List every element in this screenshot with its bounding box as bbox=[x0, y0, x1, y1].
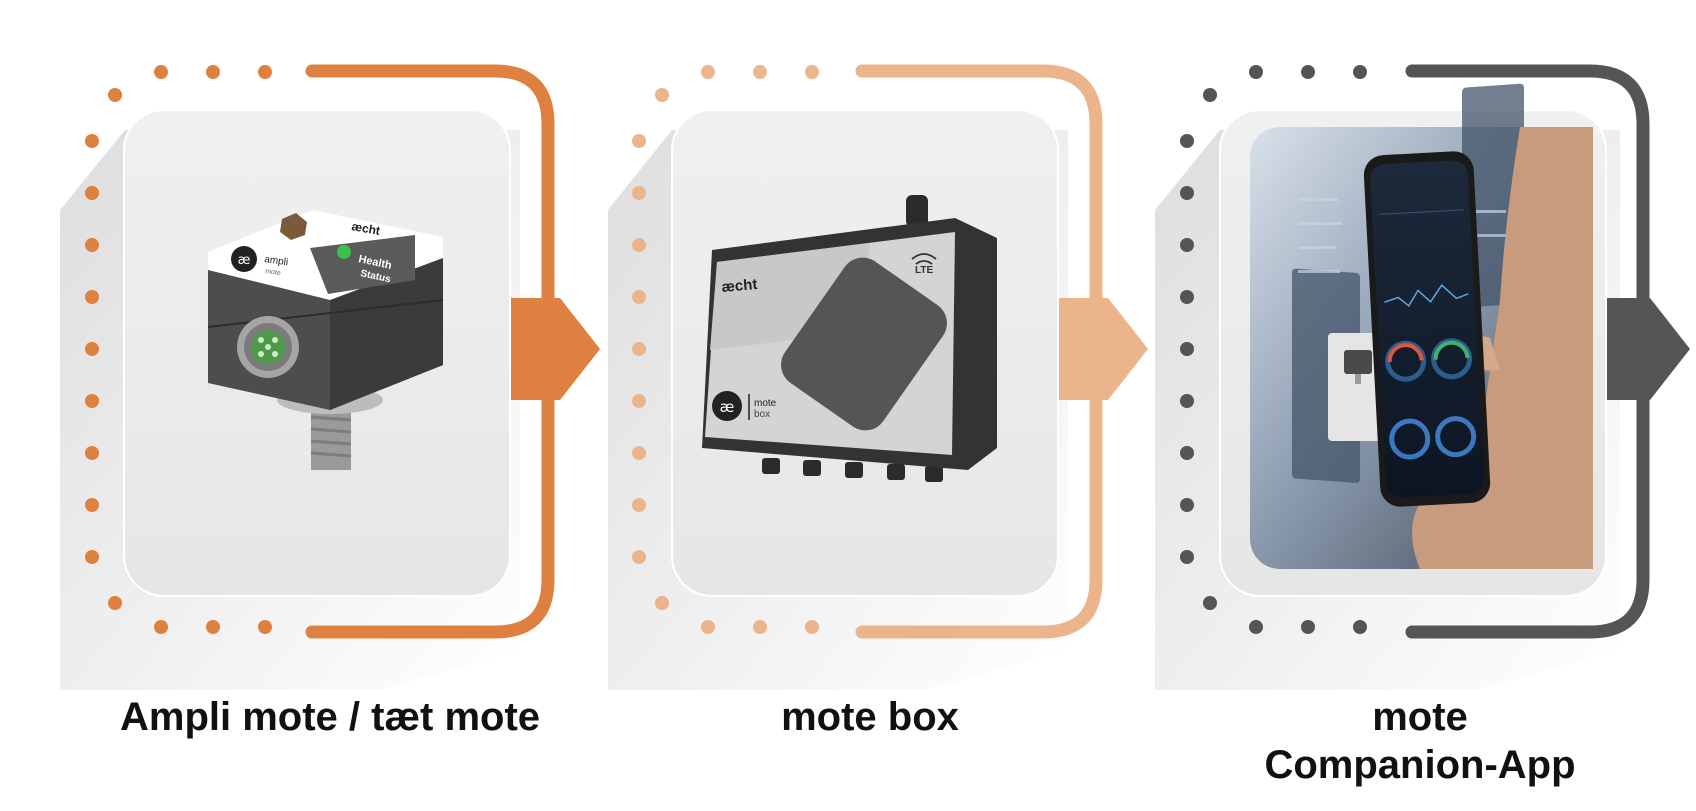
step-1-dotted-frame bbox=[85, 65, 272, 634]
product-name: ampli bbox=[264, 254, 289, 268]
caption-companion-app: mote Companion-App bbox=[1140, 693, 1696, 789]
step-3 bbox=[1155, 64, 1690, 690]
health-status-panel bbox=[310, 235, 415, 294]
caption-mote-box: mote box bbox=[781, 695, 959, 739]
status-led bbox=[337, 245, 351, 259]
phone-screen bbox=[1370, 160, 1484, 498]
svg-text:æcht: æcht bbox=[350, 219, 381, 238]
step-1: Health Status æcht æ ampli mote bbox=[60, 64, 600, 690]
box-product-sub: box bbox=[754, 409, 770, 420]
mote-box-image: æcht æ mote box LTE bbox=[702, 195, 997, 482]
step-2-dotted-frame bbox=[632, 65, 819, 634]
svg-text:æ: æ bbox=[720, 398, 735, 416]
logo-mark: æ bbox=[238, 253, 251, 268]
box-product-name: mote bbox=[754, 398, 777, 409]
svg-text:mote: mote bbox=[754, 398, 777, 409]
wifi-icon bbox=[911, 253, 937, 265]
svg-text:æcht: æcht bbox=[721, 276, 758, 296]
companion-app-photo bbox=[1250, 83, 1593, 569]
step-2: æcht æ mote box LTE bbox=[608, 64, 1148, 690]
svg-text:box: box bbox=[754, 409, 770, 420]
box-brand-text: æcht bbox=[721, 276, 758, 296]
mote-box-panel bbox=[781, 257, 947, 431]
caption-line-2: Companion-App bbox=[1264, 743, 1576, 787]
step-3-dotted-frame bbox=[1180, 65, 1367, 634]
brand-text: æcht bbox=[350, 219, 381, 238]
box-logo-mark: æ bbox=[720, 398, 735, 416]
svg-text:æ: æ bbox=[238, 253, 251, 268]
step-3-arrow bbox=[1585, 298, 1690, 400]
lte-label: LTE bbox=[915, 265, 933, 276]
product-sub: mote bbox=[265, 268, 281, 277]
gauge bbox=[1435, 416, 1477, 458]
svg-text:LTE: LTE bbox=[915, 265, 933, 276]
ampli-mote-sensor-image: Health Status æcht æ ampli mote bbox=[207, 210, 444, 470]
gauge bbox=[1389, 418, 1431, 460]
hex-badge bbox=[280, 213, 307, 240]
svg-text:ampli: ampli bbox=[264, 254, 289, 268]
svg-text:mote: mote bbox=[265, 268, 281, 277]
caption-ampli-mote: Ampli mote / tæt mote bbox=[119, 695, 541, 739]
caption-line-1: mote bbox=[1372, 695, 1468, 739]
hand bbox=[1412, 127, 1593, 569]
